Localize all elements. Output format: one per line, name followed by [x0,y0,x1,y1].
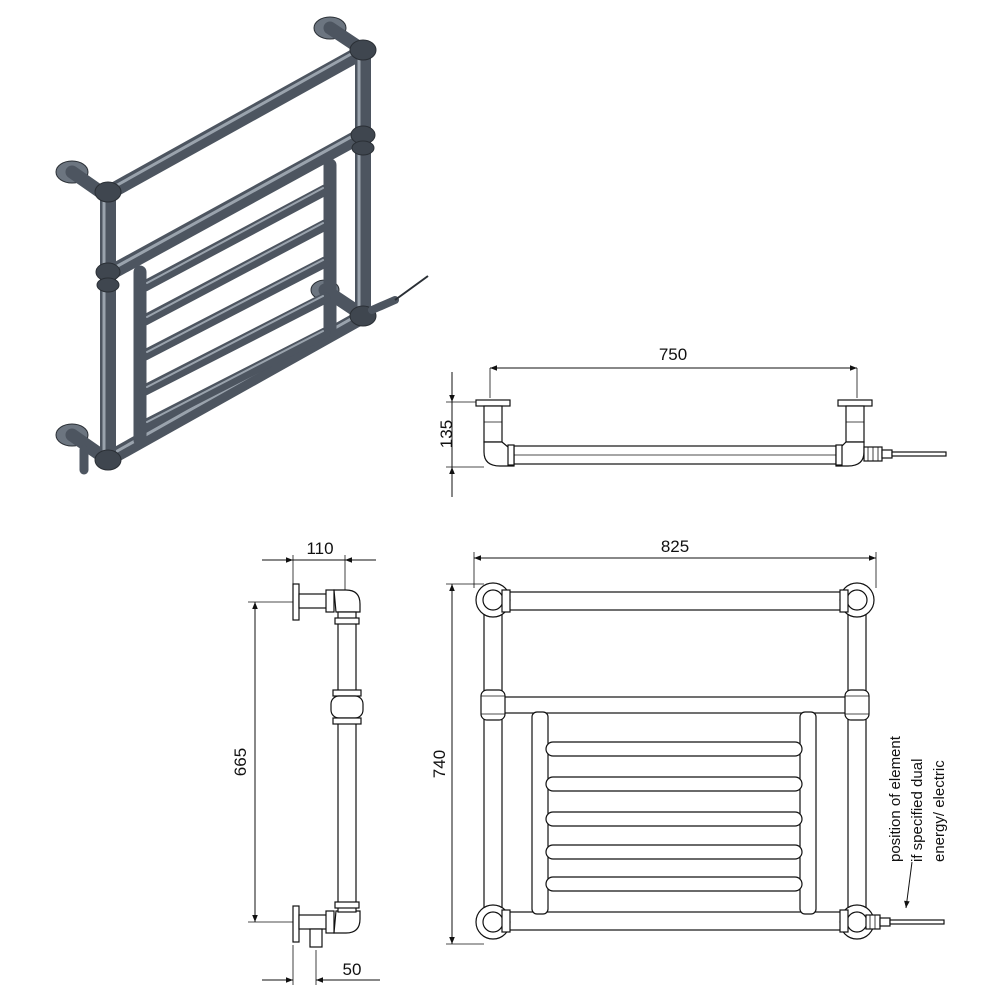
front-view-ladder-left [531,711,549,915]
front-view-bottom-rail [501,911,849,931]
top-flange-right [837,399,873,407]
front-view-middle-rail [501,696,849,714]
dim-label-750: 750 [659,345,687,364]
front-view-top-rail [501,591,849,611]
front-view-ladder-bar [545,741,803,757]
element-note: position of element if specified dual en… [887,735,948,862]
note-line-2: if specified dual [909,759,926,862]
note-line-3: energy/ electric [931,760,948,862]
dim-label-665: 665 [231,748,250,776]
side-view-post [337,611,357,913]
dim-label-740: 740 [430,750,449,778]
dim-label-825: 825 [661,537,689,556]
front-view-ladder-bar [545,844,803,860]
front-view-ladder-bar [545,811,803,827]
element-note-arrow [904,861,913,909]
top-view-element-cable [891,451,947,457]
isometric-view [55,16,429,475]
side-view: 110 665 50 [231,539,380,985]
front-view-ladder-bar [545,776,803,792]
dim-label-110: 110 [306,539,333,558]
front-view-right-post [847,599,867,931]
front-view: 825 740 [430,537,945,945]
dim-label-50: 50 [343,960,362,979]
top-view: 750 135 [437,345,947,497]
note-line-1: position of element [887,735,904,862]
top-flange-left [475,399,511,407]
front-view-element-cable [889,919,945,925]
front-view-ladder-bar [545,876,803,892]
front-view-left-post [483,599,503,931]
front-view-ladder-right [799,711,817,915]
dim-label-135: 135 [437,420,456,448]
